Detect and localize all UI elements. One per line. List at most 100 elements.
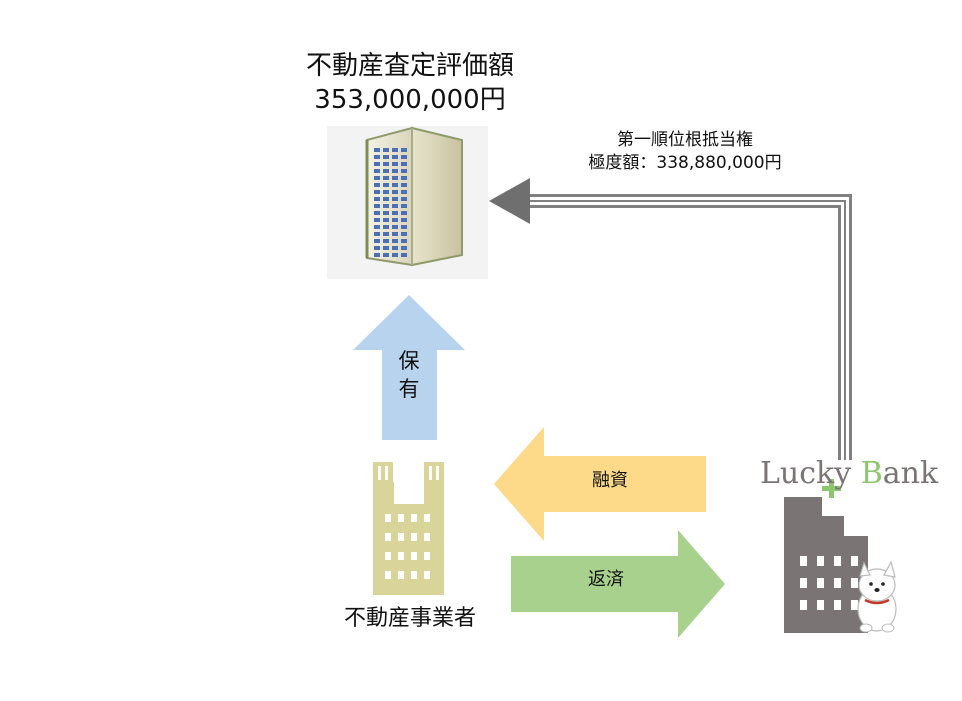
business-building-icon <box>373 462 444 595</box>
tower-window <box>374 183 380 187</box>
bank-building-icon <box>784 479 868 633</box>
tower-window <box>374 239 380 243</box>
tower-window <box>374 148 380 152</box>
tower-window <box>401 169 407 173</box>
hold-arrow <box>353 295 465 440</box>
tower-window <box>392 176 398 180</box>
tower-window <box>383 253 389 257</box>
tower-window <box>392 162 398 166</box>
building-window <box>398 514 404 522</box>
plus-icon <box>822 479 841 498</box>
tower-window <box>374 232 380 236</box>
bank-window <box>817 578 824 588</box>
building-window <box>398 552 404 560</box>
tower-window <box>401 232 407 236</box>
tower-window <box>383 225 389 229</box>
tower-window <box>374 204 380 208</box>
building-window <box>411 514 417 522</box>
tower-window <box>401 218 407 222</box>
bank-window <box>800 578 807 588</box>
building-window <box>424 571 430 579</box>
building-window <box>385 514 391 522</box>
tower-window <box>374 253 380 257</box>
tower-window <box>374 197 380 201</box>
bank-window <box>851 556 858 566</box>
bank-window <box>851 600 858 610</box>
tower-window <box>401 148 407 152</box>
apartment-tower-image <box>327 126 488 279</box>
tower-window <box>374 155 380 159</box>
tower-window <box>383 162 389 166</box>
tower-window <box>383 239 389 243</box>
tower-window <box>374 162 380 166</box>
repay-arrow <box>511 530 725 638</box>
bank-window <box>817 600 824 610</box>
building-window <box>411 571 417 579</box>
tower-window <box>401 197 407 201</box>
tower-window <box>383 148 389 152</box>
dog-mascot-icon <box>857 560 897 633</box>
bank-name-part1: Lucky <box>760 456 861 491</box>
tower-window <box>374 190 380 194</box>
tower-window <box>374 176 380 180</box>
tower-window <box>383 232 389 236</box>
bank-window <box>817 556 824 566</box>
building-window <box>411 533 417 541</box>
tower-window <box>392 155 398 159</box>
tower-window <box>401 253 407 257</box>
property-valuation-title: 不動産査定評価額 <box>305 51 514 81</box>
tower-window <box>383 204 389 208</box>
repay-arrow-label: 返済 <box>588 569 624 590</box>
loan-arrow-label: 融資 <box>592 470 628 491</box>
tower-window <box>392 211 398 215</box>
tower-window <box>392 204 398 208</box>
hold-arrow-label-1: 保 <box>398 349 420 373</box>
tower-window <box>383 197 389 201</box>
tower-window <box>401 162 407 166</box>
tower-window <box>401 225 407 229</box>
lien-type-label: 第一順位根抵当権 <box>617 130 753 150</box>
lien-arrow <box>489 178 852 460</box>
tower-window <box>401 176 407 180</box>
tower-window <box>392 246 398 250</box>
tower-window <box>392 148 398 152</box>
tower-window <box>401 204 407 208</box>
property-valuation-amount: 353,000,000円 <box>314 85 506 115</box>
lien-limit-label: 極度額：338,880,000円 <box>588 153 782 173</box>
tower-window <box>392 239 398 243</box>
bank-window <box>800 556 807 566</box>
building-window <box>385 552 391 560</box>
tower-window <box>401 183 407 187</box>
tower-window <box>374 211 380 215</box>
tower-window <box>383 218 389 222</box>
tower-window <box>374 169 380 173</box>
building-window <box>398 571 404 579</box>
tower-window <box>392 232 398 236</box>
tower-window <box>374 225 380 229</box>
tower-window <box>383 155 389 159</box>
loan-arrow <box>494 427 706 541</box>
tower-window <box>383 176 389 180</box>
tower-window <box>383 211 389 215</box>
building-window <box>411 552 417 560</box>
tower-window <box>401 246 407 250</box>
tower-window <box>392 183 398 187</box>
tower-window <box>383 183 389 187</box>
tower-window <box>392 169 398 173</box>
tower-window <box>374 246 380 250</box>
tower-window <box>401 211 407 215</box>
tower-window <box>383 169 389 173</box>
bank-logo-text: Lucky Bank <box>760 456 940 492</box>
tower-window <box>392 253 398 257</box>
bank-name-part2: ank <box>882 456 939 491</box>
tower-window <box>383 246 389 250</box>
bank-window <box>834 600 841 610</box>
lien-arrowhead <box>489 178 530 224</box>
building-window <box>385 533 391 541</box>
building-window <box>385 571 391 579</box>
bank-window <box>834 578 841 588</box>
building-window <box>424 533 430 541</box>
tower-window <box>401 190 407 194</box>
tower-window <box>392 197 398 201</box>
